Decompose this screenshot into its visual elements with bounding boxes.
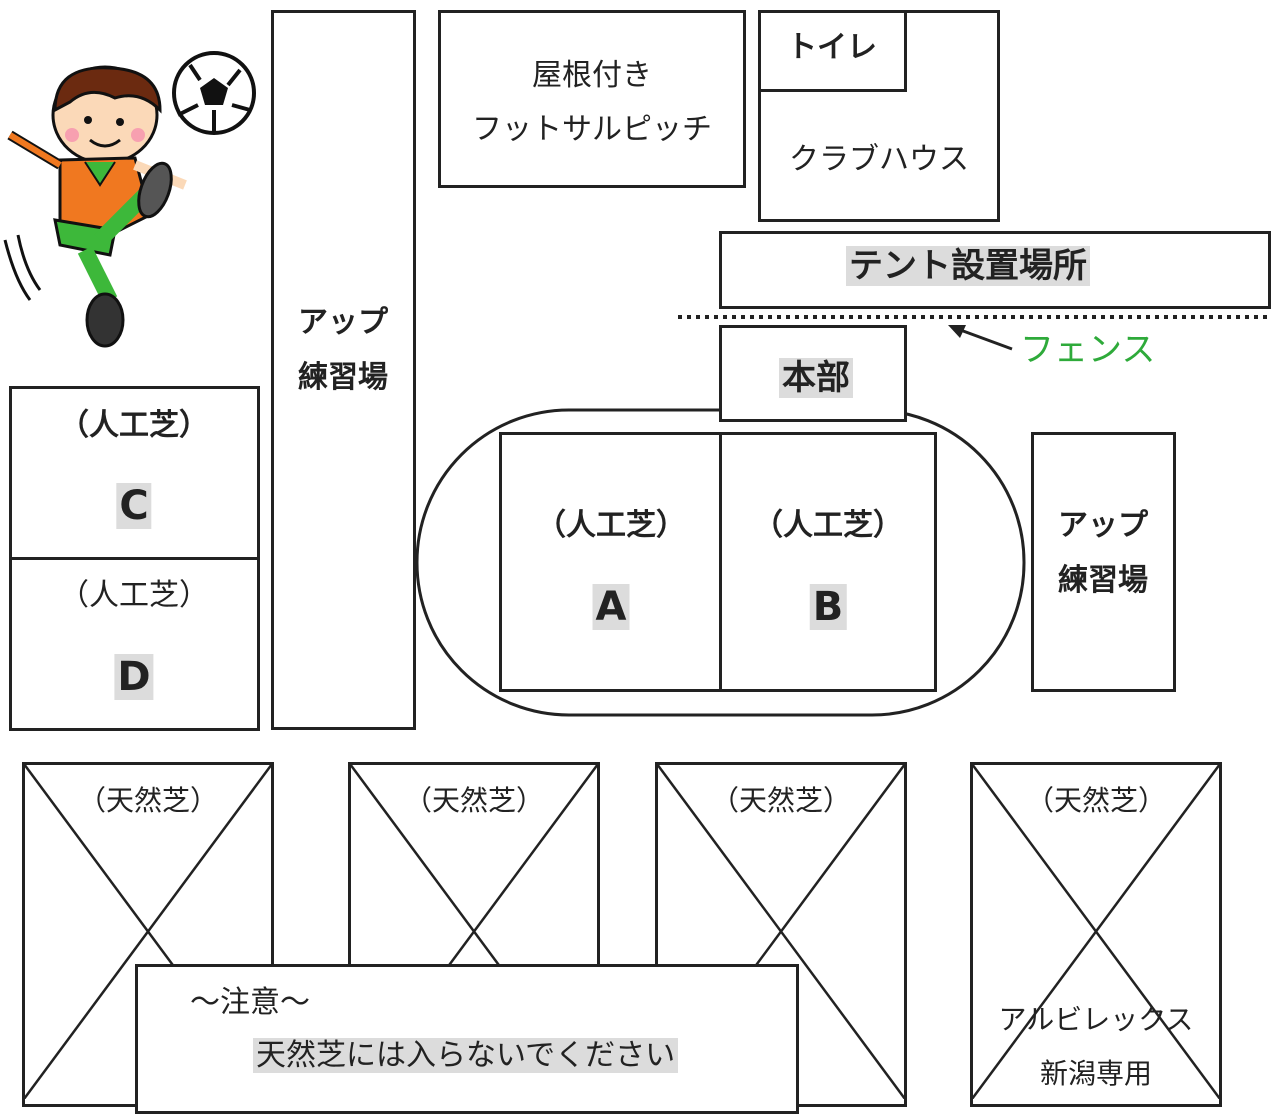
warmup-area-left xyxy=(271,10,416,730)
field-a-letter: A xyxy=(592,583,630,631)
field-c-letter: C xyxy=(116,482,152,530)
field-a xyxy=(499,432,723,692)
field-b xyxy=(719,432,937,692)
field-d-surface: （人工芝） xyxy=(59,578,209,613)
hq-label: 本部 xyxy=(779,358,853,399)
futsal-pitch xyxy=(438,10,746,188)
warmup-right-label-1: アップ xyxy=(1058,508,1148,543)
natural-4-note-2: 新潟専用 xyxy=(1039,1057,1153,1090)
field-d xyxy=(9,557,260,731)
hq-label-text: 本部 xyxy=(779,358,853,398)
natural-2-label: （天然芝） xyxy=(403,784,545,818)
field-b-letter: B xyxy=(809,583,847,631)
clubhouse-label: クラブハウス xyxy=(789,142,969,177)
warmup-left-label-2: 練習場 xyxy=(298,360,388,395)
field-c xyxy=(9,386,260,560)
player-hair xyxy=(53,66,162,114)
natural-1-label: （天然芝） xyxy=(77,784,219,818)
field-c-surface: （人工芝） xyxy=(59,408,209,443)
soccer-player-illustration xyxy=(3,51,256,348)
field-c-letter-text: C xyxy=(116,483,152,529)
toilet xyxy=(758,10,907,92)
tent-label: テント設置場所 xyxy=(846,246,1090,287)
ball-patch xyxy=(200,78,228,105)
futsal-label-2: フットサルピッチ xyxy=(472,112,712,147)
notice-body: 天然芝には入らないでください xyxy=(253,1038,679,1074)
field-b-letter-text: B xyxy=(809,584,847,630)
natural-3-label: （天然芝） xyxy=(710,784,852,818)
natural-4-label: （天然芝） xyxy=(1025,784,1167,818)
field-b-surface: （人工芝） xyxy=(753,508,903,543)
natural-4-note-1: アルビレックス xyxy=(998,1003,1194,1036)
fence-label: フェンス xyxy=(1020,330,1156,370)
field-a-letter-text: A xyxy=(592,584,630,630)
warmup-left-label-1: アップ xyxy=(298,305,388,340)
tent-label-text: テント設置場所 xyxy=(846,246,1090,286)
warmup-right-label-2: 練習場 xyxy=(1058,563,1148,598)
field-d-letter: D xyxy=(114,653,154,701)
field-a-surface: （人工芝） xyxy=(536,508,686,543)
fence-arrow xyxy=(954,326,1013,351)
fence-arrow-head xyxy=(948,325,966,338)
notice-title: ～注意～ xyxy=(190,985,310,1020)
warmup-area-right xyxy=(1031,432,1176,692)
toilet-label: トイレ xyxy=(787,30,877,65)
field-d-letter-text: D xyxy=(114,654,154,700)
notice-body-text: 天然芝には入らないでください xyxy=(253,1038,679,1073)
futsal-label-1: 屋根付き xyxy=(532,58,652,93)
